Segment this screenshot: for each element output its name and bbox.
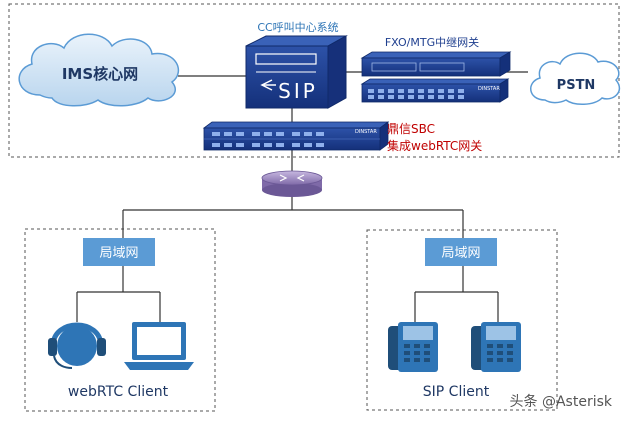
sip-client-label: SIP Client (423, 384, 490, 400)
sbc-brand-label: DINSTAR (355, 129, 377, 135)
router-icon (261, 170, 323, 197)
sbc-device-icon (202, 121, 390, 151)
sip-server-text: SIP (278, 79, 318, 103)
right-lan-label: 局域网 (441, 246, 480, 261)
left-lan-label: 局域网 (99, 246, 138, 261)
pstn-cloud-icon (530, 52, 621, 105)
ims-cloud-icon (18, 33, 180, 107)
sbc-label-line2: 集成webRTC网关 (387, 138, 482, 153)
connection-lines (76, 71, 528, 322)
gateway-device-icon (360, 51, 512, 77)
webrtc-client-label: webRTC Client (68, 384, 169, 400)
headset-user-icon (48, 322, 106, 369)
sbc-label-line1: 鼎信SBC (387, 122, 435, 136)
callcenter-label: CC呼叫中心系统 (257, 21, 338, 34)
gateway-device-2-icon (360, 78, 510, 103)
gateway-brand-label: DINSTAR (478, 86, 500, 92)
core-zone-border (8, 3, 620, 158)
sip-server-icon (245, 35, 348, 109)
laptop-icon (124, 322, 194, 370)
gateway-label: FXO/MTG中继网关 (385, 35, 479, 49)
right-lan-zone-border (366, 229, 558, 411)
watermark-text: 头条 @Asterisk (510, 393, 613, 410)
pstn-label: PSTN (557, 78, 596, 93)
ims-cloud-label: IMS核心网 (62, 65, 138, 83)
right-lan-box (425, 238, 497, 266)
left-lan-box (83, 238, 155, 266)
ip-phone-2-icon (471, 322, 521, 372)
ip-phone-icon (388, 322, 438, 372)
